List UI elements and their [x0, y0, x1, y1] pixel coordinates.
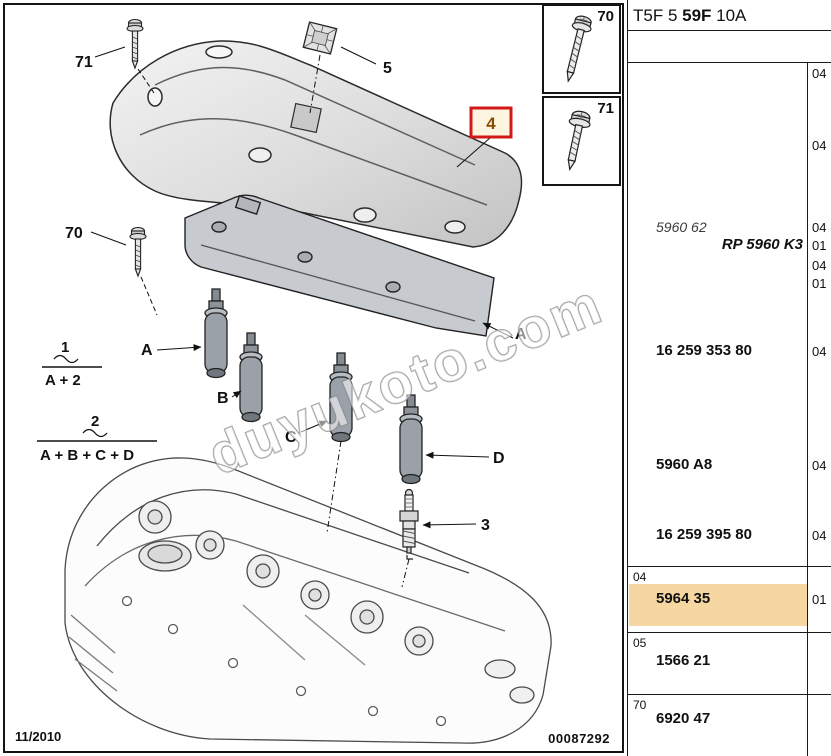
callout-3[interactable]: 3 [481, 517, 490, 534]
qty-cell: 04 [812, 138, 827, 153]
qty-cell: 01 [812, 238, 827, 253]
qty-cell: 01 [812, 276, 827, 291]
coil-rail [184, 194, 495, 337]
leader-lines [90, 46, 514, 588]
parts-diagram: 71 5 70 A B C D A 3 4 1 A + 2 [37, 18, 612, 744]
document-number: 00087292 [548, 731, 610, 746]
qty-column-divider [807, 62, 808, 756]
catalog-ref-prefix: T5F 5 [633, 6, 683, 25]
part-number[interactable]: 5960 62 [656, 219, 707, 235]
callout-4-label[interactable]: 4 [486, 114, 496, 133]
formula-1-numerator: 1 [61, 339, 69, 356]
part-number[interactable]: 5960 A8 [656, 456, 713, 473]
table-top-line [628, 62, 831, 63]
tilde-icon [53, 354, 79, 364]
callout-5[interactable]: 5 [383, 60, 392, 77]
screw-71-icon [567, 110, 591, 172]
qty-cell: 04 [812, 344, 827, 359]
formula-1: 1 A + 2 [42, 339, 102, 389]
formula-1-expression: A + 2 [45, 372, 81, 389]
catalog-reference: T5F 5 59F 10A [628, 0, 831, 31]
section-index: 70 [633, 698, 647, 712]
screw-71-part [126, 18, 144, 70]
catalog-ref-suffix: 10A [711, 6, 747, 25]
ignition-coil-c [329, 352, 353, 443]
ignition-coil-a [204, 288, 228, 379]
part-number[interactable]: 6920 47 [656, 710, 711, 727]
hardware-box-70-label: 70 [597, 8, 614, 25]
hardware-box-70[interactable]: 70 [542, 4, 621, 94]
hardware-box-71[interactable]: 71 [542, 96, 621, 186]
formula-2-numerator: 2 [91, 413, 99, 430]
formula-2-expression: A + B + C + D [40, 447, 134, 464]
section-separator [628, 694, 831, 695]
callout-coil-a2: A [515, 326, 527, 343]
engine-cover [109, 40, 523, 248]
part-number[interactable]: 1566 21 [656, 652, 711, 669]
callout-coil-d: D [493, 450, 505, 467]
callout-coil-b: B [217, 390, 229, 407]
screw-70-part [129, 226, 147, 278]
part-5-pad [302, 21, 338, 55]
selected-row-highlight [629, 584, 807, 626]
callout-70[interactable]: 70 [65, 225, 83, 242]
hardware-box-71-label: 71 [597, 100, 614, 117]
part-number-selected[interactable]: 5964 35 [656, 590, 711, 607]
qty-cell: 04 [812, 528, 827, 543]
callout-71[interactable]: 71 [75, 54, 93, 71]
ignition-coils [204, 288, 423, 485]
qty-cell: 04 [812, 66, 827, 81]
qty-cell: 04 [812, 458, 827, 473]
callout-coil-a: A [141, 342, 153, 359]
diagram-panel: 71 5 70 A B C D A 3 4 1 A + 2 [3, 3, 624, 753]
qty-cell: 04 [812, 220, 827, 235]
cylinder-head [64, 457, 552, 744]
part-number[interactable]: 16 259 353 80 [656, 342, 752, 359]
ignition-coil-b [239, 332, 263, 423]
spark-plug [399, 488, 419, 560]
callout-coil-c: C [285, 429, 297, 446]
ignition-coil-d [399, 394, 423, 485]
part-number[interactable]: 16 259 395 80 [656, 526, 752, 543]
revision-date: 11/2010 [15, 729, 62, 744]
screw-70-icon [566, 15, 592, 83]
catalog-ref-page: 59F [682, 6, 712, 25]
tilde-icon [82, 428, 108, 438]
section-index: 05 [633, 636, 647, 650]
section-separator [628, 566, 831, 567]
formula-2: 2 A + B + C + D [37, 413, 157, 464]
parts-table: 04 04 04 01 04 01 04 04 04 01 5960 62 RP… [628, 0, 831, 756]
section-separator [628, 632, 831, 633]
qty-cell: 04 [812, 258, 827, 273]
parts-panel: T5F 5 59F 10A 04 04 04 01 04 01 04 04 04… [627, 0, 831, 756]
section-index: 04 [633, 570, 647, 584]
qty-cell: 01 [812, 592, 827, 607]
part-number[interactable]: RP 5960 K3 [721, 236, 803, 253]
callout-4-selected[interactable]: 4 [469, 106, 513, 139]
